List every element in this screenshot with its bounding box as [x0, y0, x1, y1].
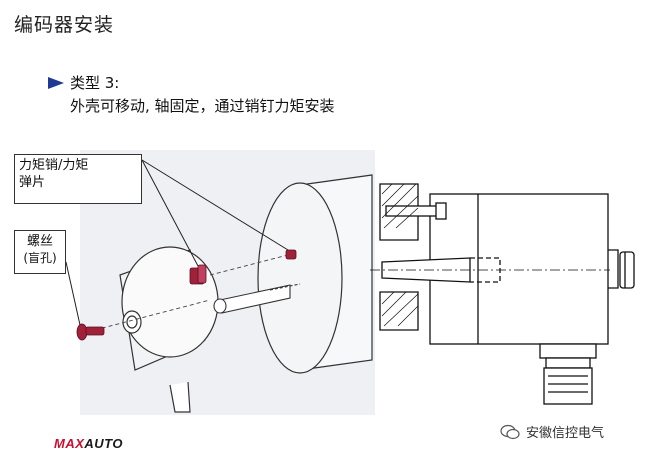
- wechat-watermark: 安徽信控电气: [500, 422, 604, 441]
- screw-label-line1: 螺丝: [26, 234, 53, 249]
- cross-section-drawing: [370, 183, 635, 405]
- torque-pin: [189, 249, 297, 285]
- bullet-label: 类型 3:: [70, 74, 120, 92]
- page-title: 编码器安装: [14, 14, 115, 36]
- shaft: [213, 283, 301, 314]
- torque-pin-label-line2: 弹片: [19, 175, 46, 190]
- triangle-bullet-icon: [48, 76, 64, 89]
- callout-leaders: [65, 159, 289, 326]
- screw-label-line2: (盲孔): [23, 251, 57, 265]
- maxauto-logo: MAXAUTO: [54, 436, 123, 451]
- logo-accent: MAX: [54, 436, 85, 451]
- motor-cylinder: [257, 174, 373, 374]
- bullet-description: 外壳可移动, 轴固定，通过销钉力矩安装: [70, 97, 335, 115]
- torque-pin-label-line1: 力矩销/力矩: [19, 158, 89, 173]
- watermark-text: 安徽信控电气: [526, 426, 605, 441]
- torque-pin-callout: 力矩销/力矩 弹片: [14, 154, 142, 204]
- logo-rest: AUTO: [84, 436, 123, 451]
- screw-callout: 螺丝 (盲孔): [14, 230, 66, 274]
- assembly-lines: [94, 254, 289, 331]
- bullet-item: 类型 3:: [48, 72, 119, 93]
- screw: [76, 323, 105, 341]
- wechat-icon: [500, 424, 520, 439]
- hatching: [381, 183, 419, 327]
